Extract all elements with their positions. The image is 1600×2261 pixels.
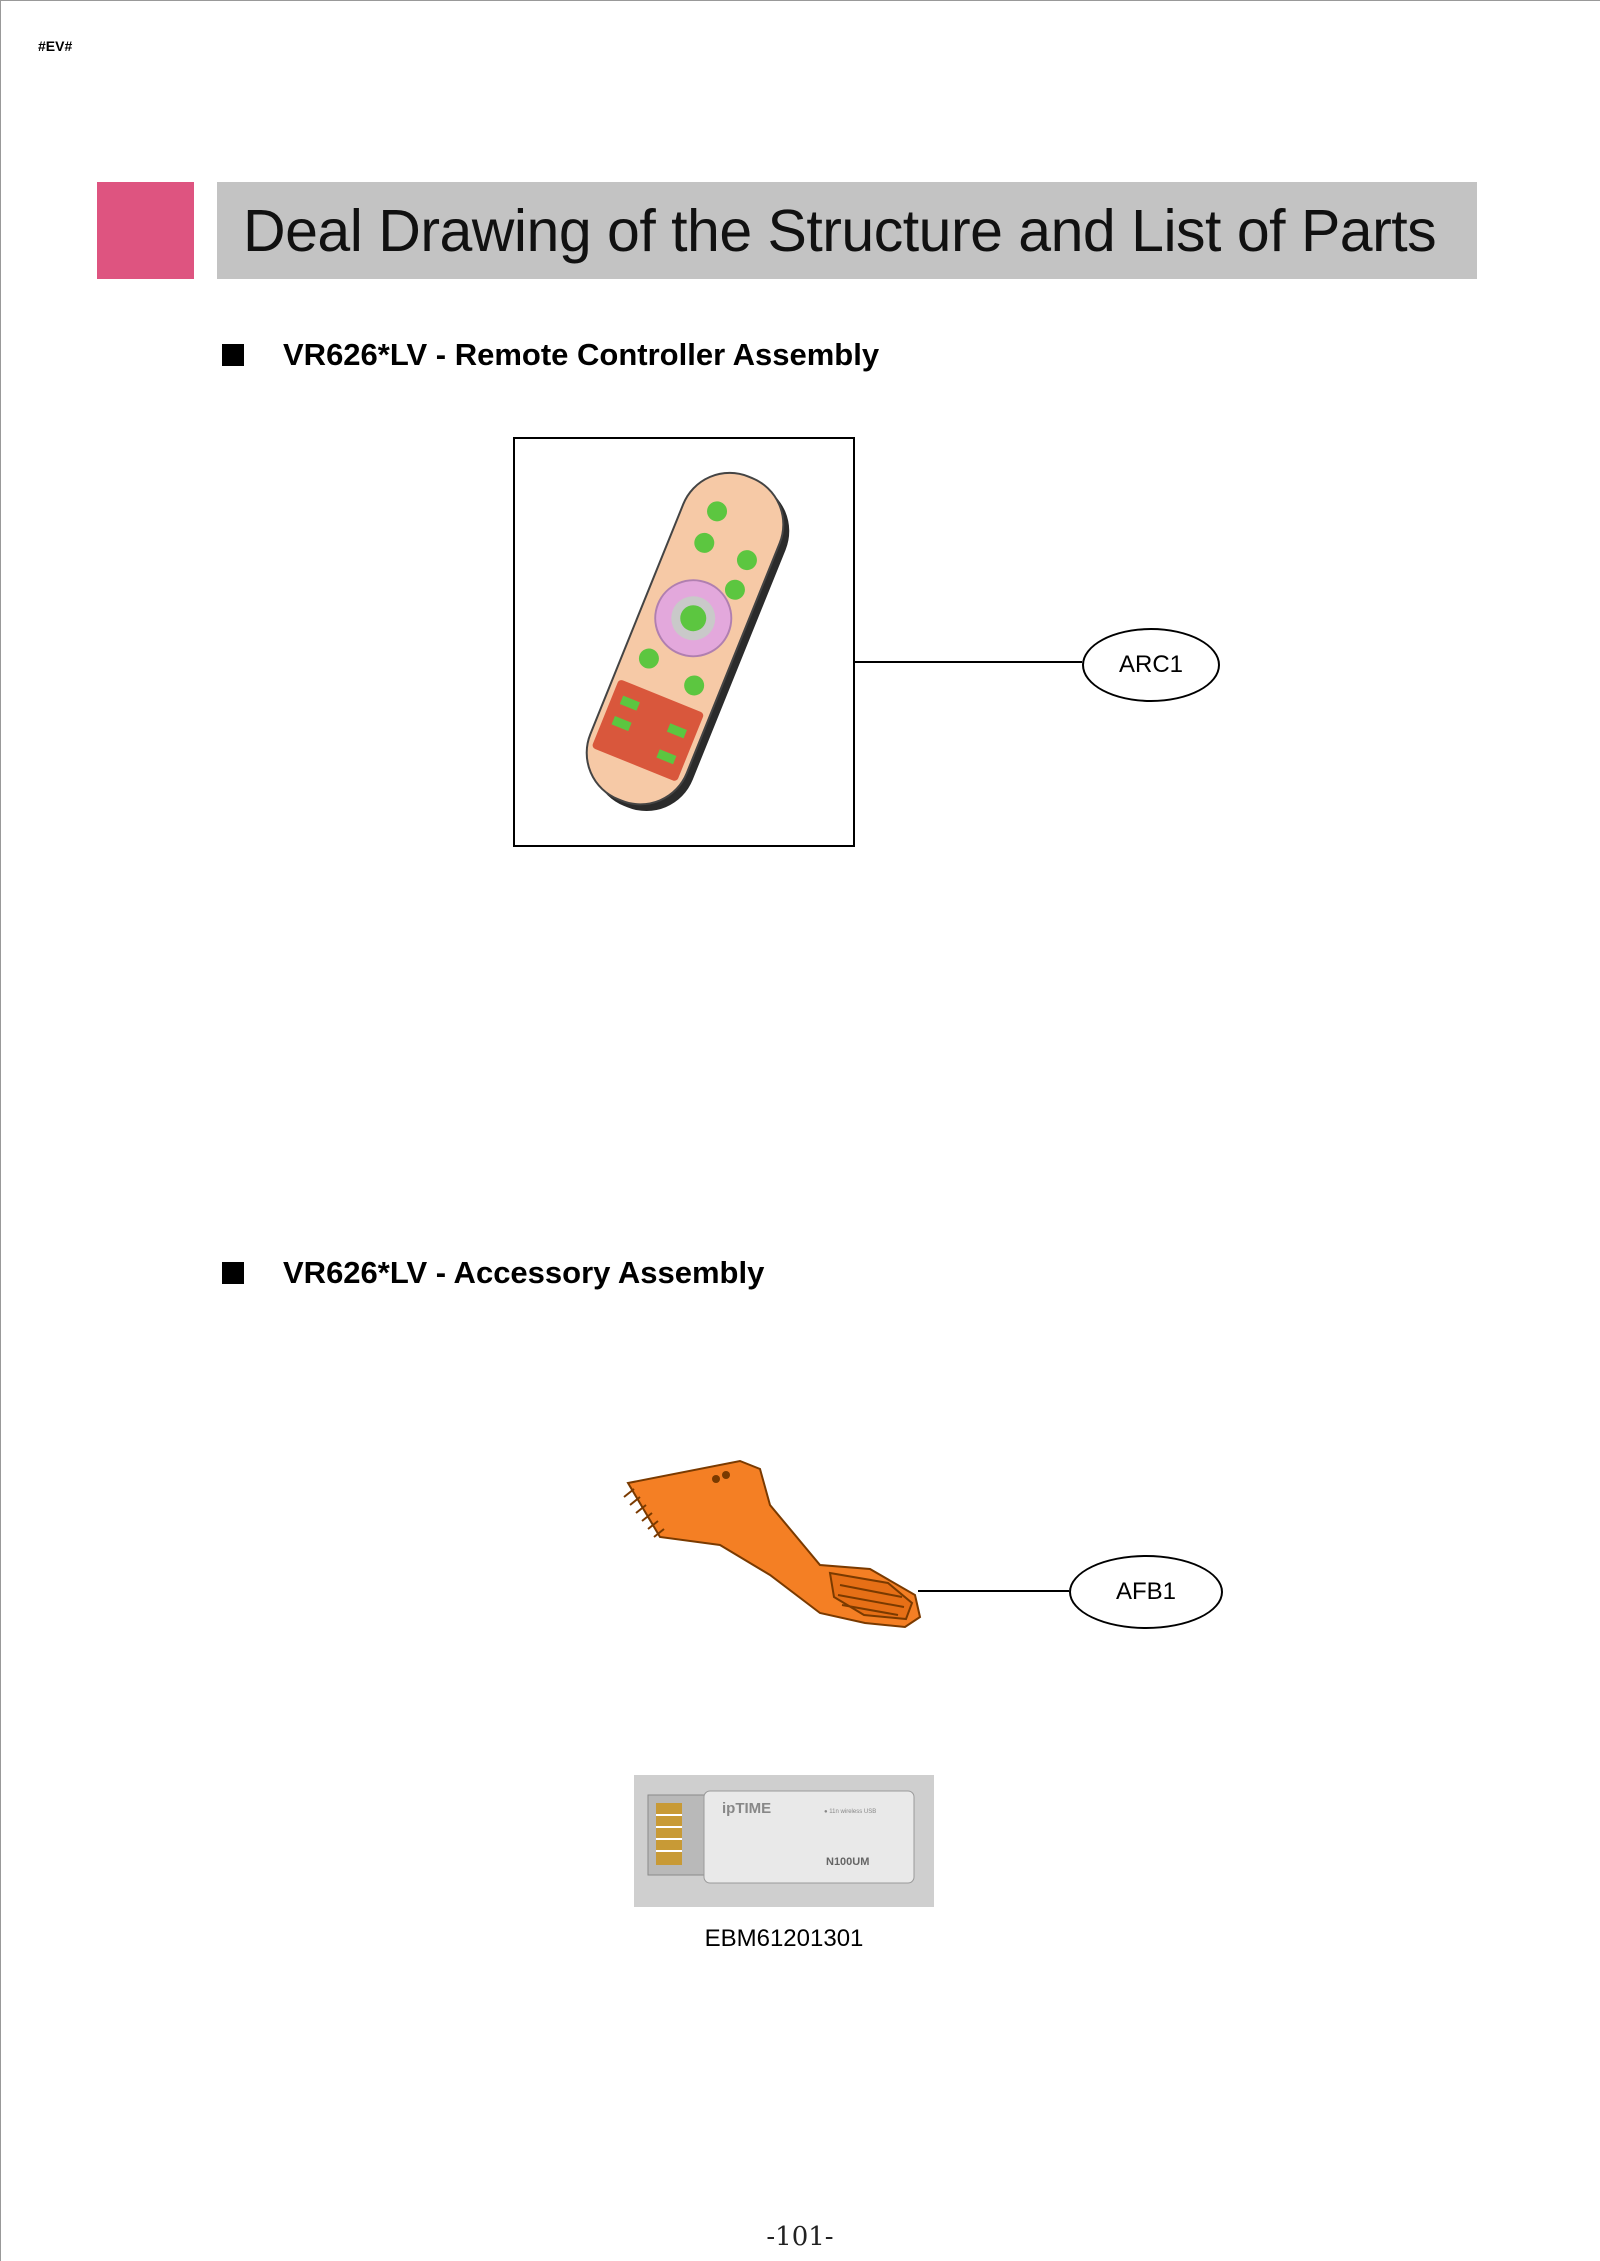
section-heading-remote: VR626*LV - Remote Controller Assembly bbox=[222, 337, 879, 373]
brush-tool-drawing bbox=[620, 1445, 930, 1635]
page-border-top bbox=[0, 0, 1600, 1]
leader-line-arc1 bbox=[853, 661, 1082, 663]
part-callout-afb1: AFB1 bbox=[1069, 1555, 1223, 1629]
section-heading-label: VR626*LV - Remote Controller Assembly bbox=[283, 337, 880, 372]
leader-line-afb1 bbox=[918, 1590, 1069, 1592]
part-callout-arc1: ARC1 bbox=[1082, 628, 1220, 702]
page-number: -101- bbox=[766, 2222, 834, 2252]
usb-dongle-illustration: ipTIME ● 11n wireless USB N100UM bbox=[634, 1775, 934, 1907]
header-accent-block bbox=[97, 182, 194, 279]
page-border-left bbox=[0, 0, 1, 2261]
header-bar: Deal Drawing of the Structure and List o… bbox=[217, 182, 1477, 279]
remote-controller-illustration bbox=[585, 471, 790, 812]
usb-wifi-dongle-image: ipTIME ● 11n wireless USB N100UM bbox=[634, 1775, 934, 1907]
section-heading-label: VR626*LV - Accessory Assembly bbox=[283, 1255, 765, 1290]
square-bullet-icon bbox=[222, 1262, 244, 1284]
remote-controller-drawing bbox=[513, 437, 855, 847]
section-heading-accessory: VR626*LV - Accessory Assembly bbox=[222, 1255, 764, 1291]
part-number-label: EBM61201301 bbox=[704, 1925, 864, 1952]
dongle-brand: ipTIME bbox=[722, 1800, 771, 1817]
dongle-small-text: ● 11n wireless USB bbox=[824, 1809, 876, 1815]
square-bullet-icon bbox=[222, 344, 244, 366]
document-tag: #EV# bbox=[38, 38, 73, 54]
brush-tool-illustration bbox=[623, 1459, 922, 1629]
dongle-model: N100UM bbox=[826, 1856, 869, 1868]
page-title: Deal Drawing of the Structure and List o… bbox=[243, 197, 1437, 264]
